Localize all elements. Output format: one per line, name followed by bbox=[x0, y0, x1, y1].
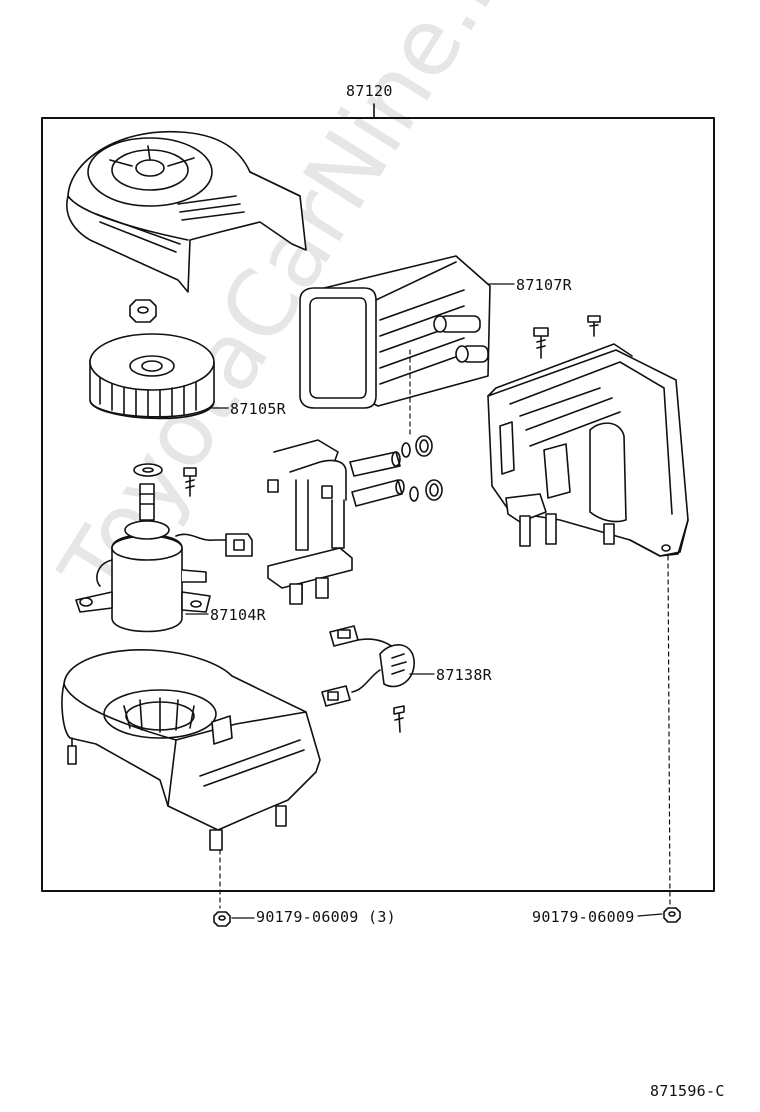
nut-right-icon bbox=[663, 907, 681, 923]
motor-washer bbox=[133, 463, 163, 477]
nut-left-qty: (3) bbox=[367, 908, 396, 926]
part-label-motor: 87104R bbox=[210, 606, 266, 624]
blower-resistor bbox=[321, 625, 415, 733]
heater-core bbox=[299, 255, 491, 409]
blower-motor bbox=[75, 483, 253, 633]
figure-code: 871596-C bbox=[650, 1082, 725, 1100]
case-screws bbox=[533, 315, 601, 359]
part-label-nut-right: 90179-06009 bbox=[532, 908, 635, 926]
upper-blower-case bbox=[66, 130, 307, 293]
assembly-frame bbox=[41, 117, 715, 892]
reference-line-right-nut bbox=[667, 555, 671, 907]
o-rings bbox=[401, 435, 443, 502]
part-label-nut-left: 90179-06009 (3) bbox=[256, 908, 396, 926]
part-label-resistor: 87138R bbox=[436, 666, 492, 684]
part-label-fan: 87105R bbox=[230, 400, 286, 418]
lower-blower-case bbox=[61, 649, 321, 851]
pipe-assembly bbox=[267, 439, 405, 605]
assembly-number-label: 87120 bbox=[346, 82, 393, 100]
fan-nut bbox=[129, 299, 157, 323]
nut-left-number: 90179-06009 bbox=[256, 908, 359, 926]
motor-screw bbox=[183, 467, 197, 497]
leader-nut-right bbox=[637, 913, 663, 917]
part-label-heater-core: 87107R bbox=[516, 276, 572, 294]
blower-fan bbox=[89, 333, 215, 420]
heater-case bbox=[487, 343, 689, 557]
nut-left-icon bbox=[213, 911, 231, 927]
